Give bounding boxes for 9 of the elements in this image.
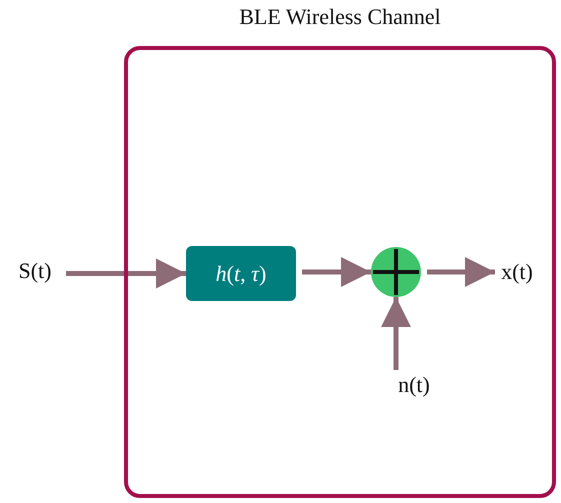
arrow [66, 258, 186, 288]
arrow [427, 257, 495, 287]
signal-label: S(t) [18, 258, 52, 284]
frame-title: BLE Wireless Channel [239, 4, 441, 30]
arrow [381, 297, 411, 370]
signal-label: x(t) [501, 259, 533, 285]
signal-label: n(t) [398, 372, 430, 398]
arrow [302, 257, 371, 287]
channel-response-box: h(t, τ) [186, 246, 296, 301]
